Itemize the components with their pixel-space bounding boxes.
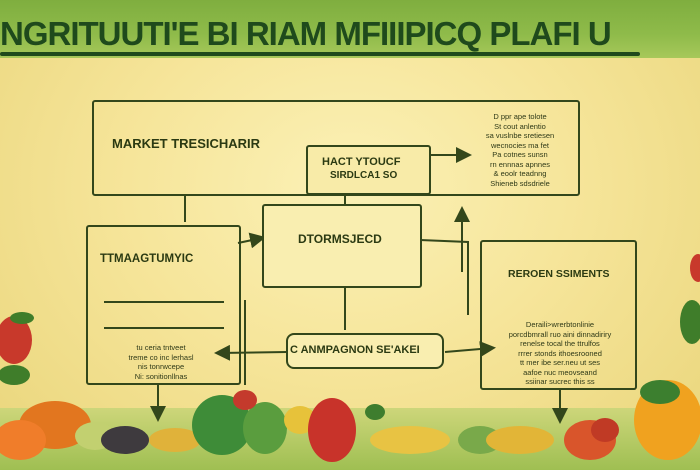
dtorms-box: DTORMSJECD (262, 204, 422, 288)
hacy-box: HACT YTOUCF SIRDLCA1 SO (306, 145, 431, 195)
tmagtu-note: tu ceria tntveet treme co inc lerhasl ni… (128, 343, 194, 381)
arrow-campaign-to-tmagtu (214, 344, 288, 361)
arrow-campaign-to-reroen (444, 341, 496, 357)
tmagtu-divider-2 (104, 327, 224, 329)
diagram-title: NGRITUUTI'E BI RIAM MFIIIPICQ PLAFI U (0, 15, 612, 52)
reroen-box: REROEN SSIMENTS Deraili>wrerbtonlinie po… (480, 240, 637, 390)
title-banner: NGRITUUTI'E BI RIAM MFIIIPICQ PLAFI U (0, 0, 700, 58)
tmagtu-divider-1 (104, 301, 224, 303)
campaign-box: C ANMPAGNON SE'AKEI (286, 333, 444, 369)
market-research-box: MARKET TRESICHARIR (92, 100, 580, 196)
market-research-label: MARKET TRESICHARIR (112, 136, 261, 151)
reroen-label: REROEN SSIMENTS (508, 268, 610, 280)
reroen-note: Deraili>wrerbtonlinie porcdbmrall ruo ai… (508, 320, 612, 386)
dtorms-label: DTORMSJECD (298, 232, 382, 246)
arrow-tmagtu-to-dtorms (237, 232, 266, 249)
title-underline (0, 52, 640, 56)
hacy-line-1: HACT YTOUCF (322, 156, 401, 168)
top-note: D ppr ape tolote St cout anlentio sa vus… (485, 112, 555, 188)
tmagtu-box: TTMAAGTUMYIC tu ceria tntveet treme co i… (86, 225, 241, 385)
arrow-dtorms-right (419, 239, 469, 315)
campaign-label: C ANMPAGNON SE'AKEI (290, 344, 420, 356)
tmagtu-label: TTMAAGTUMYIC (100, 253, 194, 265)
hacy-line-2: SIRDLCA1 SO (330, 170, 398, 181)
